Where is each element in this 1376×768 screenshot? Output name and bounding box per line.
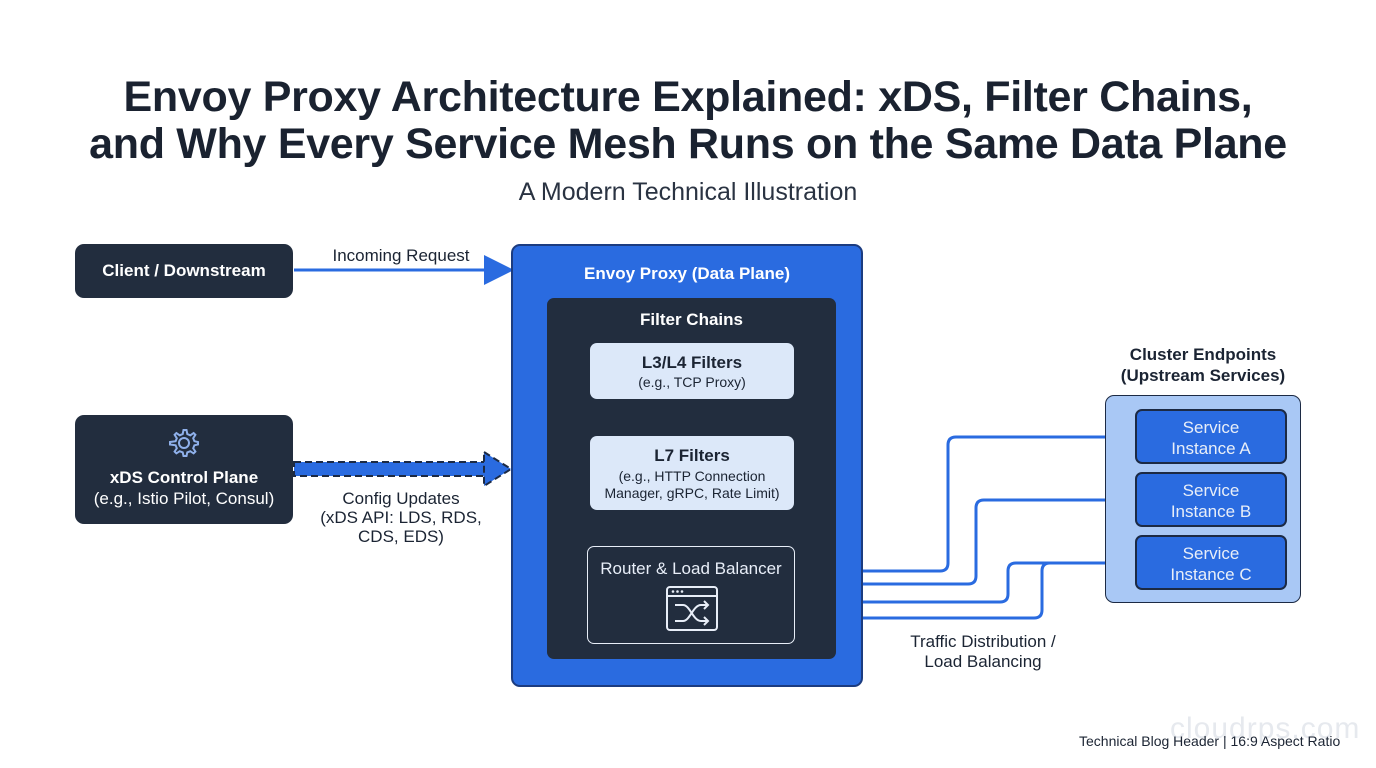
router-load-balancer-box: Router & Load Balancer: [587, 546, 795, 644]
service-b-line-2: Instance B: [1170, 502, 1252, 521]
client-downstream-box: Client / Downstream: [75, 244, 293, 298]
l34-title: L3/L4 Filters: [641, 353, 743, 372]
service-a-line-2: Instance A: [1171, 439, 1251, 458]
service-a-line-1: Service: [1182, 418, 1240, 437]
page-title-line-2: and Why Every Service Mesh Runs on the S…: [89, 120, 1287, 168]
route-to-instance-c2: [836, 561, 1132, 620]
shuffle-icon: [666, 586, 718, 631]
traffic-line-2: Load Balancing: [924, 652, 1042, 671]
client-label: Client / Downstream: [102, 261, 266, 280]
service-b-line-1: Service: [1182, 481, 1240, 500]
l34-detail: (e.g., TCP Proxy): [638, 374, 746, 390]
xds-control-plane-box: xDS Control Plane (e.g., Istio Pilot, Co…: [75, 415, 293, 524]
envoy-title: Envoy Proxy (Data Plane): [584, 264, 790, 283]
traffic-distribution-label: Traffic Distribution / Load Balancing: [885, 632, 1081, 672]
footer-caption: Technical Blog Header | 16:9 Aspect Rati…: [1079, 733, 1341, 749]
cluster-title-line-1: Cluster Endpoints: [1129, 345, 1277, 364]
config-updates-arrow: [293, 450, 513, 488]
xds-subtitle: (e.g., Istio Pilot, Consul): [93, 489, 275, 508]
service-c-line-2: Instance C: [1170, 565, 1252, 584]
traffic-line-1: Traffic Distribution /: [910, 632, 1056, 651]
service-instance-c: Service Instance C: [1135, 535, 1287, 590]
route-to-instance-a: [836, 422, 1138, 573]
incoming-request-label: Incoming Request: [332, 246, 470, 265]
config-updates-title: Config Updates: [342, 489, 460, 508]
config-updates-apis: (xDS API: LDS, RDS,: [320, 508, 482, 527]
filter-chains-title: Filter Chains: [640, 310, 743, 329]
service-instance-b: Service Instance B: [1135, 472, 1287, 527]
cluster-endpoints-title: Cluster Endpoints (Upstream Services): [1100, 344, 1306, 386]
xds-title: xDS Control Plane: [109, 468, 259, 487]
page-title-line-1: Envoy Proxy Architecture Explained: xDS,…: [123, 73, 1253, 121]
gear-icon: [169, 429, 199, 457]
route-to-instance-c1: [836, 548, 1138, 604]
page-subtitle: A Modern Technical Illustration: [518, 178, 858, 206]
config-updates-apis-2: CDS, EDS): [358, 527, 444, 546]
service-c-line-1: Service: [1182, 544, 1240, 563]
route-to-instance-b: [836, 485, 1138, 586]
l7-title: L7 Filters: [654, 446, 730, 465]
l7-detail-1: (e.g., HTTP Connection: [618, 468, 766, 484]
router-label: Router & Load Balancer: [600, 559, 782, 578]
service-instance-a: Service Instance A: [1135, 409, 1287, 464]
config-updates-label: Config Updates (xDS API: LDS, RDS, CDS, …: [318, 489, 484, 546]
l3-l4-filters-box: L3/L4 Filters (e.g., TCP Proxy): [590, 343, 794, 399]
cluster-title-line-2: (Upstream Services): [1120, 366, 1286, 385]
watermark: cloudrps.com: [1170, 712, 1361, 745]
l7-detail-2: Manager, gRPC, Rate Limit): [604, 485, 780, 501]
l7-filters-box: L7 Filters (e.g., HTTP Connection Manage…: [590, 436, 794, 510]
